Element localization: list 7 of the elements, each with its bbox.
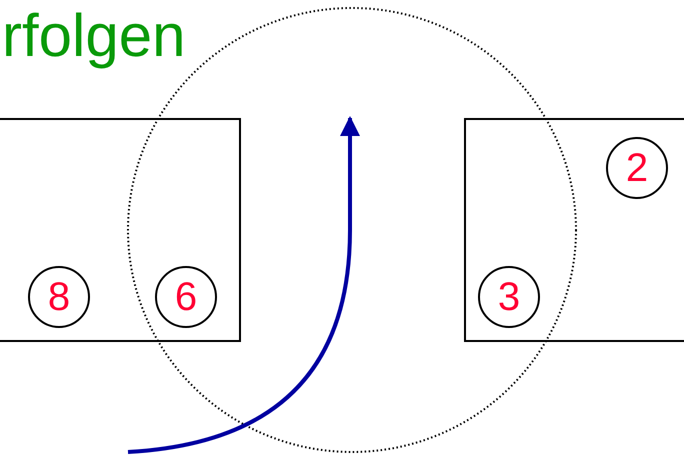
frame-box	[464, 118, 684, 342]
title: rfolgen	[2, 1, 186, 70]
number-badge: 3	[478, 266, 540, 328]
frame-box	[0, 118, 241, 342]
number-badge: 6	[155, 266, 217, 328]
number-badge: 2	[606, 137, 668, 199]
number-badge: 8	[28, 266, 90, 328]
